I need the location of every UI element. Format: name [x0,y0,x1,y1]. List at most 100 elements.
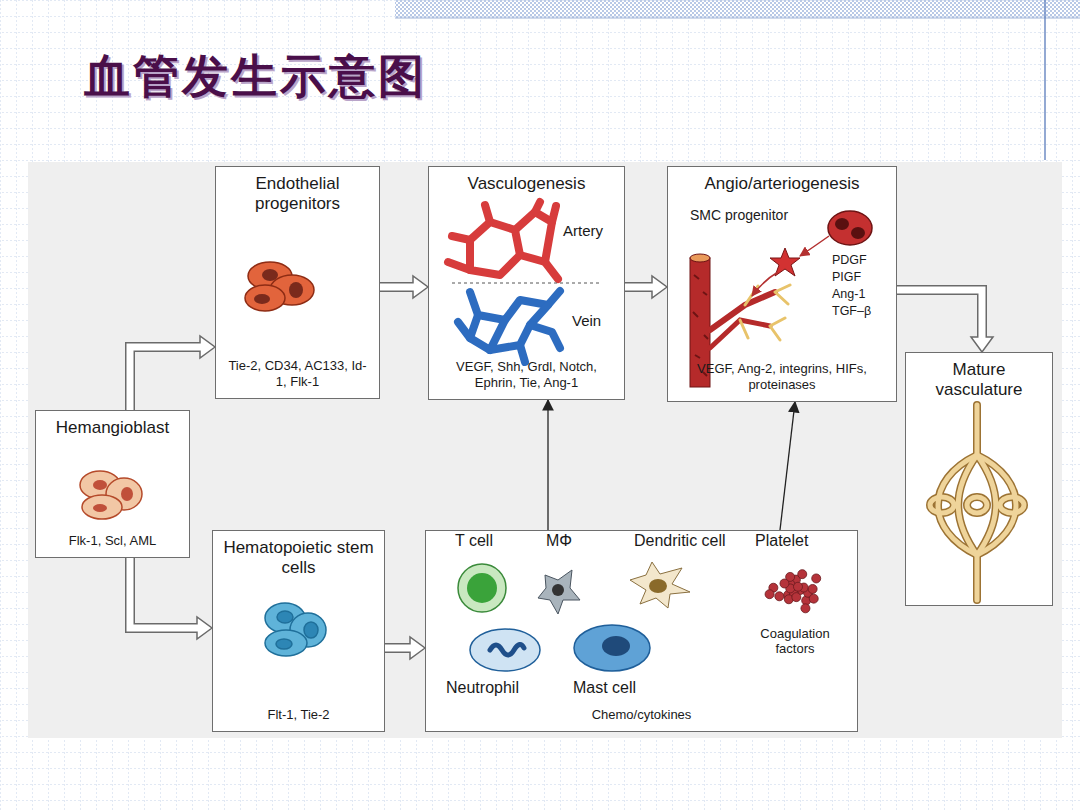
t-cell [467,573,497,603]
arrow-core [380,284,416,291]
stem-cells [265,630,307,656]
vessel-branch [710,285,790,348]
cell-label: Mast cell [573,679,636,697]
arrow-outline [130,558,198,628]
progenitor-box: Endothelial progenitorsTie-2, CD34, AC13… [215,166,380,399]
cell-label: Platelet [755,532,808,550]
cell-label: SMC progenitor [690,207,788,223]
result-box: Mature vasculature [905,352,1053,606]
mature-vessels [938,455,1016,555]
dendritic-cell [630,562,690,608]
box-heading: Endothelial progenitors [224,174,371,214]
illustration [80,202,1024,671]
dendritic-cell [649,579,667,593]
stem-cells [276,639,292,649]
neutrophil [470,629,540,671]
endothelial-cells [262,269,278,281]
box-fill [425,530,858,732]
box-body: Tie-2, CD34, AC133, Id-1, Flk-1 [224,358,371,390]
factor-label: Coagulation factors [745,627,845,657]
cell-label: MΦ [546,532,572,550]
box-body: VEGF, Ang-2, integrins, HIFs, proteinase… [676,361,888,393]
arrow-outline [130,347,201,410]
vessel-label: Vein [572,312,601,329]
platelet [801,604,810,613]
platelet [765,590,774,599]
vein-network [458,291,560,362]
arrow-core [130,347,203,410]
factor-label: Ang-1 [832,287,865,301]
mast-cell [574,625,650,671]
process-box: Angio/arteriogenesisVEGF, Ang-2, integri… [667,166,897,402]
platelet [809,594,818,603]
mast-cell [602,636,630,656]
arrow-core [130,558,200,628]
cell-label: T cell [455,532,493,550]
endothelial-cells [245,262,314,311]
vessel-trunk [693,275,708,376]
mature-vessels [930,405,1024,600]
differentiation-arrow [800,236,829,256]
mature-vessels [938,455,1016,555]
platelet [798,570,807,579]
smc-progenitor-cell [828,211,872,245]
mast-cell [574,625,650,671]
platelet [792,593,801,602]
box-body: VEGF, Shh, Grdl, Notch, Ephrin, Tie, Ang… [437,359,616,391]
mature-vessels [930,497,954,513]
box-heading: Hemangioblast [56,418,169,438]
origin-box: HemangioblastFlk-1, Scl, AML [35,410,190,558]
macrophage [538,570,580,614]
artery-network [515,212,552,262]
mature-vessels [958,455,996,555]
vessel-branch [710,320,770,348]
artery-network [448,202,558,279]
stem-cells [265,603,326,656]
platelet-cluster [765,570,821,613]
endothelial-cells [289,282,303,298]
flow-arrow [385,637,425,659]
factor-label: TGF–β [832,304,871,318]
box-fill [212,530,385,732]
box-heading: Angio/arteriogenesis [705,174,860,194]
endothelial-cells [245,285,285,311]
factor-label: PIGF [832,270,861,284]
arrow-core [385,645,413,652]
box-fill [905,352,1053,606]
cell-label: Dendritic cell [634,532,726,550]
box-heading: Hematopoietic stem cells [221,538,376,578]
mature-vessels [930,405,1024,600]
hemangioblast-cells [93,480,107,490]
macrophage [538,570,580,614]
connector-line [780,402,795,530]
flow-arrow [380,276,428,298]
box-heading: Mature vasculature [914,360,1044,400]
hemangioblast-cells [82,495,122,519]
platelet [775,592,784,601]
box-body: Flk-1, Scl, AML [69,533,156,549]
mature-vessels [967,497,987,513]
box-fill [667,166,897,402]
stem-cells [304,622,318,638]
process-box: VasculogenesisVEGF, Shh, Grdl, Notch, Ep… [428,166,625,400]
flow-arrow [130,336,215,410]
stem-cells [277,611,293,623]
mature-vessels [975,405,980,600]
smc-progenitor-cell [851,227,865,239]
box-heading: Vasculogenesis [468,174,586,194]
influence-arrow [548,400,549,530]
platelet [793,582,802,591]
platelet [780,579,789,588]
connector-line [547,400,548,530]
macrophage [552,584,564,596]
vessel-branch [740,285,790,340]
mature-vessels [1000,497,1024,513]
band-line [395,18,1080,19]
endothelial-cells [254,294,270,304]
box-fill [428,166,625,400]
box-fill [215,166,380,399]
cell-label: Neutrophil [446,679,519,697]
